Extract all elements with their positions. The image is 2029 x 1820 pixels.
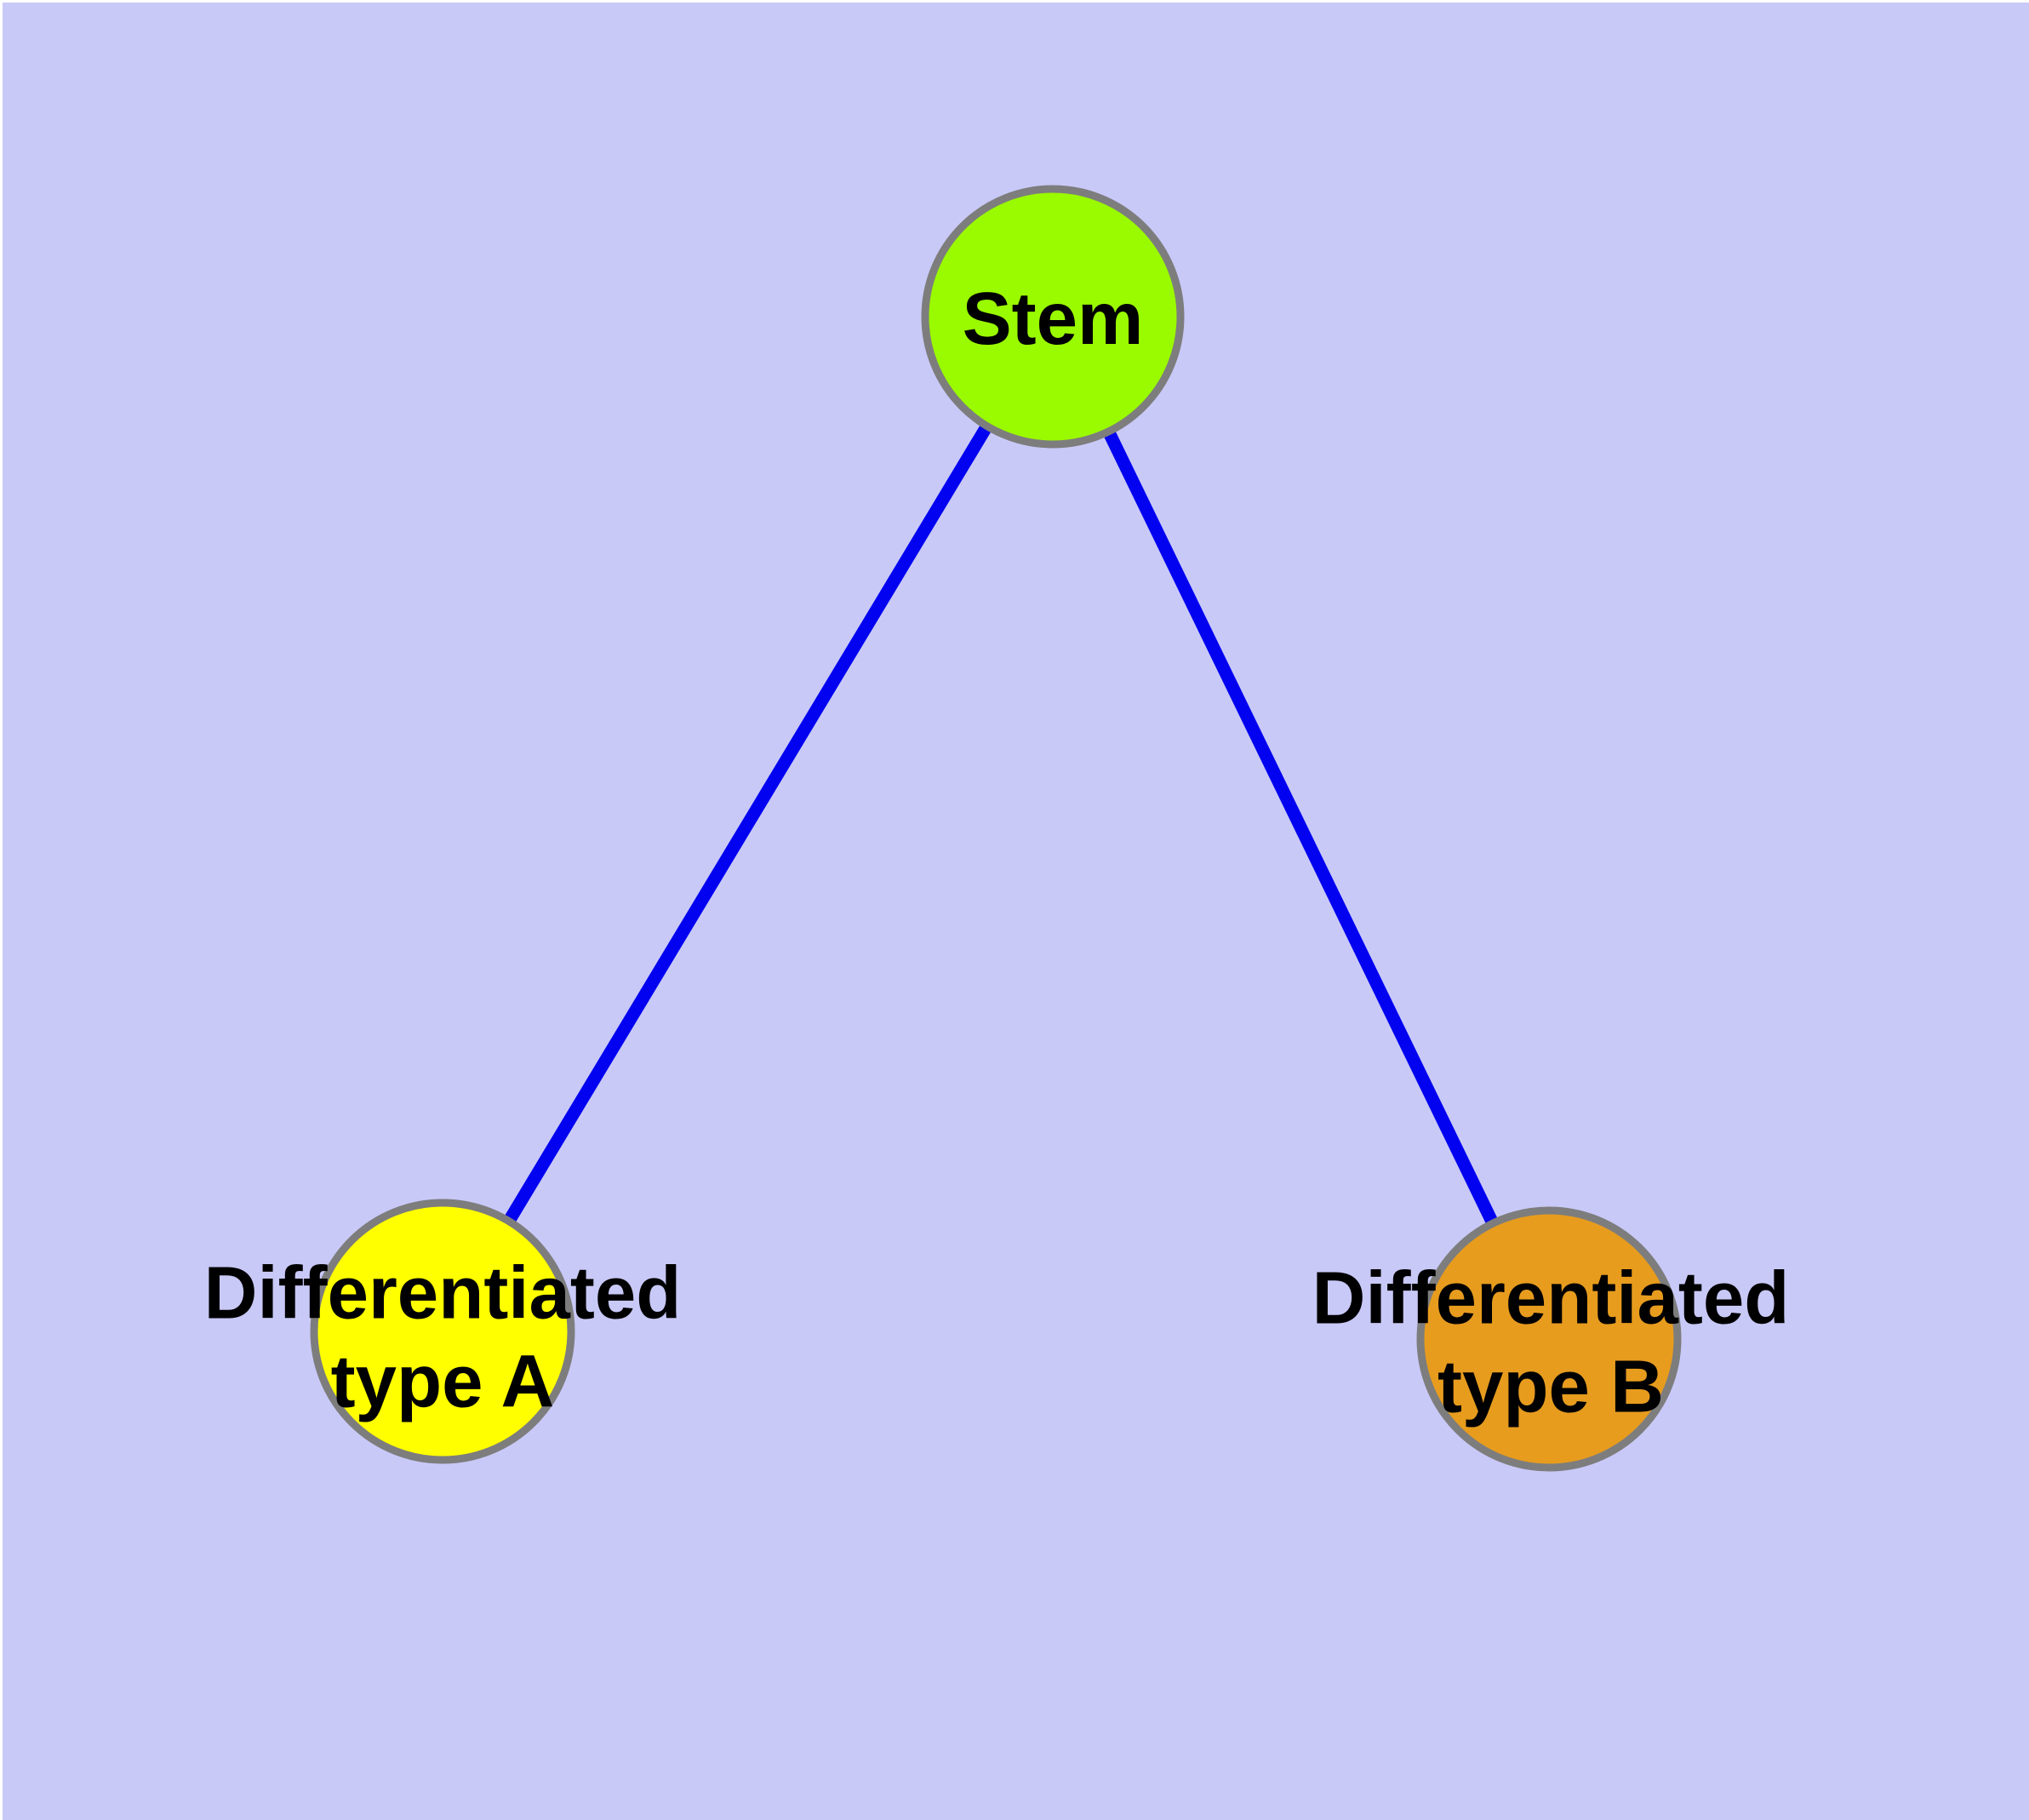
node-type-a-circle	[310, 1199, 575, 1464]
node-type-b-circle	[1416, 1206, 1682, 1472]
edge-stem-to-type-b	[1047, 313, 1555, 1342]
edge-stem-to-type-a	[437, 313, 1059, 1335]
node-stem-circle	[921, 185, 1185, 449]
